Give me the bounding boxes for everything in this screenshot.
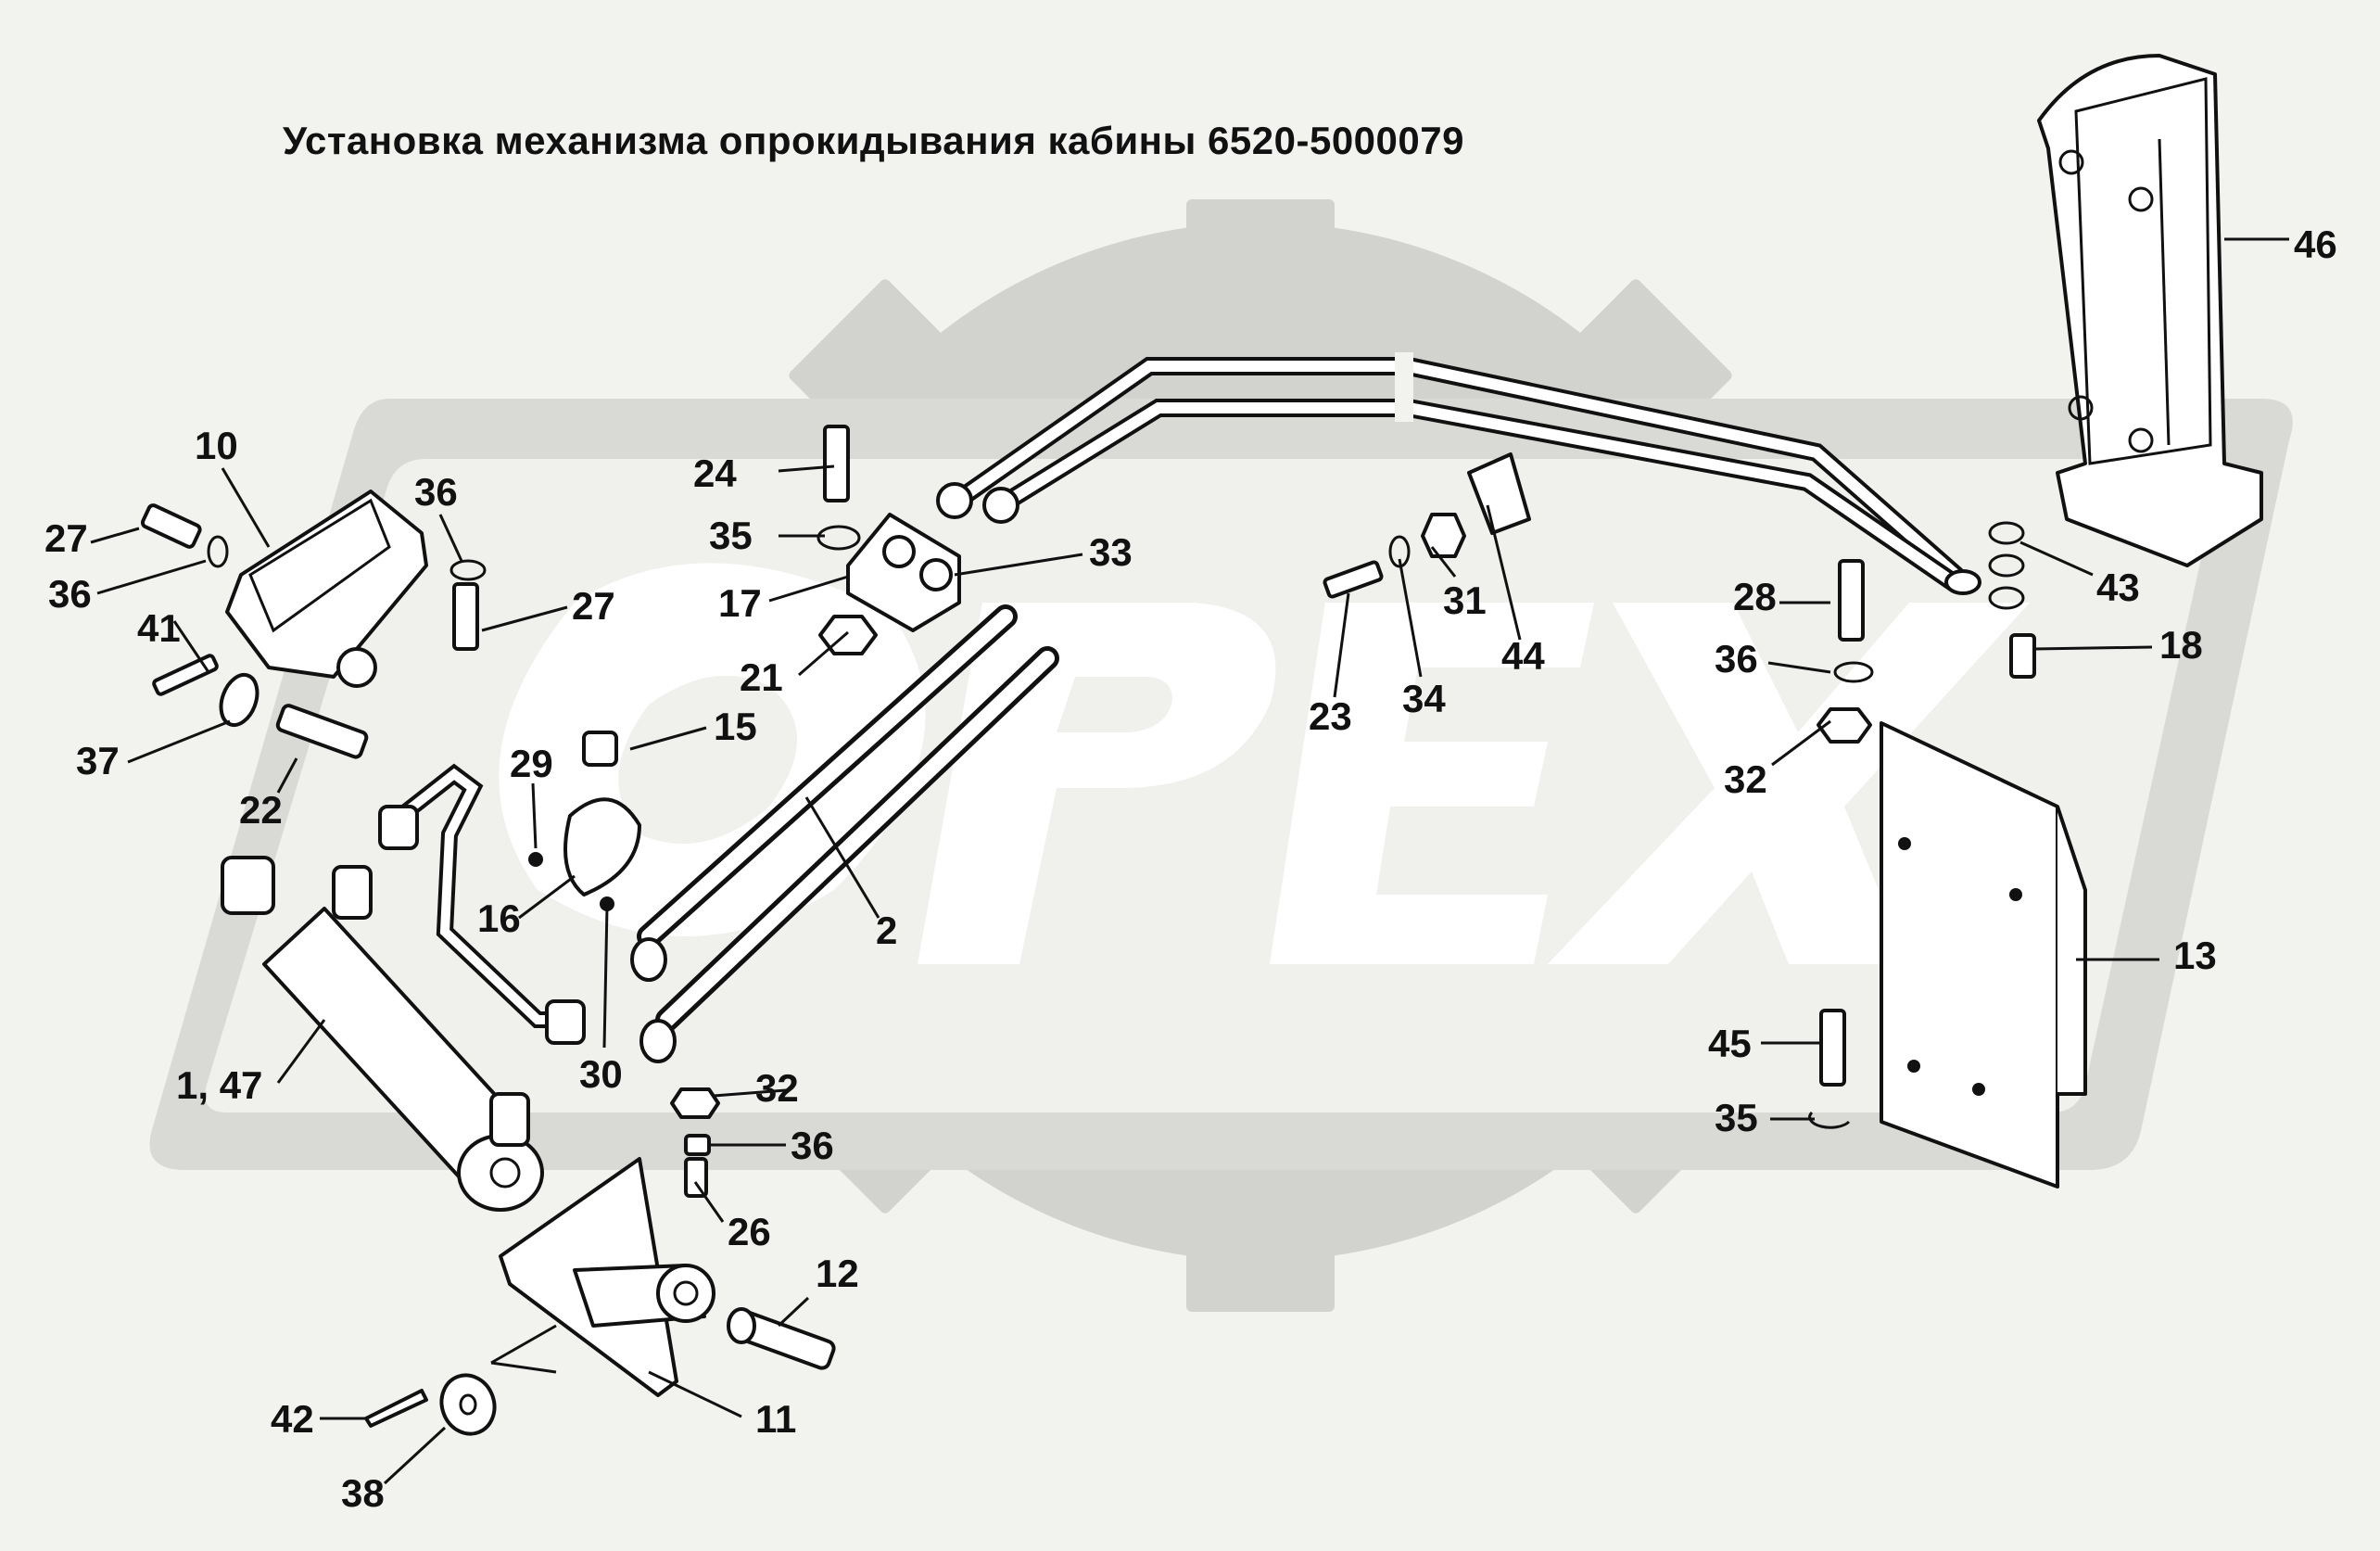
- callout-leader: [602, 906, 609, 1049]
- plate-13: [1880, 721, 2087, 1189]
- callout-leader: [2033, 645, 2153, 651]
- callout-leader: [693, 1181, 725, 1223]
- callout-label: 36: [414, 470, 458, 514]
- callout-label: 33: [1089, 530, 1133, 574]
- o-rings-43: [1988, 521, 2025, 610]
- callout-label: 26: [728, 1210, 771, 1253]
- fasteners: [140, 425, 2036, 1198]
- callout-label: 21: [740, 655, 783, 699]
- callout-label: 13: [2173, 934, 2217, 977]
- callout-label: 24: [693, 451, 737, 495]
- callout-leader: [629, 726, 707, 751]
- callout-leader: [1486, 504, 1522, 641]
- callout-leader: [804, 796, 880, 919]
- callout-leader: [1771, 719, 1831, 767]
- callout-label: 44: [1501, 634, 1545, 678]
- callout-label: 38: [341, 1471, 385, 1515]
- callout-leader: [383, 1426, 447, 1485]
- callout-label: 10: [195, 424, 238, 467]
- callout-label: 23: [1309, 694, 1352, 738]
- callout-label: 34: [1402, 677, 1446, 720]
- callout-label: 2: [876, 909, 897, 952]
- callout-leader: [221, 467, 271, 548]
- callout-leader: [777, 1296, 810, 1328]
- callout-label: 43: [2096, 566, 2140, 609]
- clamp-15-16: [528, 731, 641, 911]
- callout-leader: [2019, 540, 2094, 577]
- hoses-2: [630, 604, 1059, 1063]
- hydraulic-cylinder: [221, 856, 544, 1212]
- callout-label: 11: [755, 1397, 796, 1441]
- callout-label: 22: [239, 788, 283, 832]
- callout-leader: [518, 874, 576, 920]
- callout-leader: [90, 527, 140, 544]
- callout-leader: [648, 1370, 742, 1418]
- pin-12: [727, 1307, 836, 1370]
- callout-leader: [96, 559, 207, 595]
- callout-leader: [1333, 592, 1350, 698]
- callout-leader: [127, 719, 231, 764]
- callout-label: 29: [510, 742, 553, 785]
- callout-leader: [481, 605, 568, 632]
- hydraulic-line-43: [936, 352, 1981, 595]
- callout-leader: [438, 514, 463, 562]
- callout-leader: [1430, 546, 1457, 578]
- callout-label: 35: [709, 514, 753, 557]
- callout-label: 32: [1724, 757, 1767, 801]
- callout-leader: [276, 757, 298, 794]
- callout-label: 45: [1708, 1022, 1752, 1065]
- callout-label: 35: [1715, 1096, 1758, 1139]
- diagram-title: Установка механизма опрокидывания кабины…: [283, 119, 1464, 162]
- callout-leader: [768, 575, 849, 603]
- callout-label: 16: [477, 896, 521, 940]
- bracket-46: [2037, 54, 2263, 567]
- callout-label: 27: [572, 584, 615, 628]
- callout-label: 36: [48, 572, 92, 616]
- callout-label: 18: [2159, 623, 2203, 667]
- callout-label: 37: [76, 739, 120, 782]
- bracket-11: [490, 1157, 715, 1397]
- callout-label: 41: [137, 606, 181, 650]
- callout-label: 17: [718, 581, 762, 625]
- callout-leader: [778, 464, 835, 473]
- callout-leader: [276, 1019, 326, 1084]
- callout-leader: [713, 1088, 787, 1098]
- callout-leader: [531, 782, 538, 849]
- callout-label: 36: [1715, 637, 1758, 680]
- callout-leader: [954, 553, 1083, 577]
- callout-label: 1, 47: [176, 1063, 262, 1107]
- bracket-17: [846, 513, 961, 632]
- washer-38: [364, 1373, 497, 1436]
- callout-label: 15: [714, 705, 757, 748]
- callout-label: 46: [2294, 222, 2337, 266]
- bracket-10: [225, 489, 428, 688]
- callout-leader: [172, 620, 210, 673]
- callout-label: 42: [271, 1397, 314, 1441]
- callout-label: 12: [816, 1252, 859, 1295]
- callout-label: 32: [755, 1066, 799, 1110]
- callout-leader: [1767, 661, 1831, 674]
- callout-label: 30: [579, 1052, 623, 1096]
- cylinder-tube: [378, 763, 586, 1045]
- callout-label: 27: [44, 516, 88, 560]
- callout-leader: [798, 630, 849, 677]
- callout-label: 31: [1443, 578, 1487, 622]
- callout-label: 28: [1733, 575, 1777, 618]
- callout-layer: 1, 47 2 10 11 12 13 15 16 17 18 21 22 23 24 26 27 27 28 29…: [44, 222, 2337, 1515]
- callout-leader: [1398, 558, 1423, 678]
- callout-label: 36: [791, 1124, 834, 1167]
